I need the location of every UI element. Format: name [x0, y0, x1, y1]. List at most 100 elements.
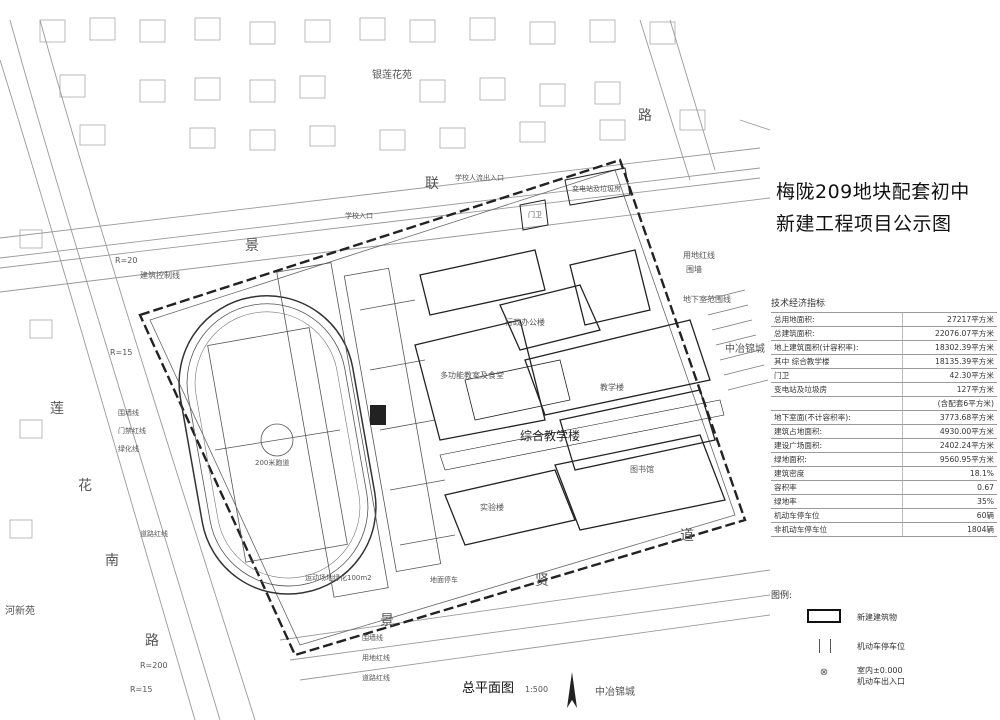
label-left-line-2: 门禁红线	[118, 426, 146, 435]
stats-value: 9560.95平方米	[901, 452, 997, 467]
school-buildings	[414, 167, 726, 546]
stats-label: 绿地面积:	[771, 452, 903, 467]
stats-value: 4930.00平方米	[901, 424, 997, 439]
legend-label: 新建建筑物	[857, 613, 897, 622]
stats-row: 总用地面积:27217平方米	[771, 312, 997, 327]
stats-value: 42.30平方米	[901, 368, 997, 383]
label-bottom-line-2: 用地红线	[362, 653, 390, 662]
stats-value: 0.67	[901, 480, 997, 495]
label-road-line: 道路红线	[140, 529, 168, 538]
label-road-lian: 联	[425, 176, 439, 192]
label-boundary: 用地红线	[683, 250, 715, 260]
label-neighbor-s: 中冶锦城	[595, 685, 635, 698]
stats-value: (含配套6平方米)	[901, 396, 997, 411]
label-road-lu-top: 路	[638, 108, 652, 124]
legend-caption: 图例:	[771, 591, 793, 601]
label-scale: 1:500	[525, 685, 548, 694]
road-lines	[0, 19, 771, 720]
legend-item: ⊗ 室内±0.000 机动车出入口	[771, 661, 997, 689]
stats-label	[771, 396, 903, 411]
stats-label: 建设广场面积:	[771, 438, 903, 453]
parking-symbol-icon	[819, 639, 831, 653]
technical-indicators: 技术经济指标 总用地面积:27217平方米总建筑面积:22076.07平方米地上…	[771, 296, 999, 537]
stats-value: 1804辆	[901, 522, 997, 537]
stats-label: 门卫	[771, 368, 903, 383]
new-building-symbol-icon	[807, 609, 841, 623]
legend-item: 新建建筑物	[771, 605, 997, 633]
label-jing-bottom: 景	[380, 613, 394, 629]
label-substation: 变电站及垃圾房	[572, 184, 621, 193]
stats-label: 建筑占地面积:	[771, 424, 903, 439]
stats-row: 总建筑面积:22076.07平方米	[771, 326, 997, 341]
stats-label: 机动车停车位	[771, 508, 903, 523]
label-left-line-3: 绿化线	[118, 444, 139, 453]
stats-value: 3773.68平方米	[901, 410, 997, 425]
label-sports-note: 运动场地绿化100m2	[305, 573, 372, 582]
stats-label: 变电站及垃圾房	[771, 382, 903, 397]
title-line-2: 新建工程项目公示图	[776, 213, 952, 235]
label-road-jing: 景	[245, 238, 259, 254]
legend: 图例: 新建建筑物 机动车停车位 ⊗ 室内±0.000 机动车出入口	[771, 588, 997, 720]
label-main-building: 综合教学楼	[520, 428, 580, 443]
stats-row: 建设广场面积:2402.24平方米	[771, 438, 997, 453]
site-boundary	[138, 158, 747, 657]
label-left-line-1: 围墙线	[118, 408, 139, 417]
label-lianhua-2: 花	[78, 478, 92, 494]
stats-label: 其中 综合教学楼	[771, 354, 903, 369]
label-radius-r200: R=200	[140, 661, 168, 670]
label-school-entrance2: 学校人流出入口	[455, 173, 504, 182]
label-radius-r20: R=20	[115, 256, 137, 265]
stats-row: 地下室面(不计容积率):3773.68平方米	[771, 410, 997, 425]
label-building-line: 建筑控制线	[140, 270, 180, 280]
stats-value: 127平方米	[901, 382, 997, 397]
legend-label: 机动车停车位	[857, 642, 905, 651]
stats-row: 建筑占地面积:4930.00平方米	[771, 424, 997, 439]
label-bottom-line-3: 道路红线	[362, 673, 390, 682]
label-track: 200米跑道	[255, 458, 289, 467]
stats-label: 总建筑面积:	[771, 326, 903, 341]
label-school-entrance: 学校入口	[345, 211, 373, 220]
label-parking: 地面停车	[430, 575, 458, 584]
label-xian: 贤	[535, 573, 549, 589]
label-radius-r15: R=15	[110, 348, 132, 357]
title-line-1: 梅陇209地块配套初中	[776, 181, 970, 203]
stats-label: 总用地面积:	[771, 312, 903, 327]
stats-value: 2402.24平方米	[901, 438, 997, 453]
stats-value: 18.1%	[901, 466, 997, 481]
label-community: 银莲花苑	[372, 68, 412, 81]
elevation-symbol-icon: ⊗	[819, 667, 829, 678]
running-track	[178, 295, 377, 595]
stats-caption: 技术经济指标	[771, 299, 826, 309]
stats-value: 60辆	[901, 508, 997, 523]
legend-item: 机动车停车位	[771, 633, 997, 661]
hatched-area	[704, 289, 769, 391]
new-building-marker	[370, 405, 386, 425]
label-gate: 门卫	[528, 210, 542, 219]
stats-value: 18135.39平方米	[901, 354, 997, 369]
legend-label-2: 机动车出入口	[857, 677, 905, 686]
label-admin: 行政办公楼	[505, 317, 545, 327]
stats-label: 容积率	[771, 480, 903, 495]
label-plan: 总平面图	[462, 681, 514, 696]
wall-line	[149, 169, 736, 646]
label-radius-r15b: R=15	[130, 685, 152, 694]
label-lab: 实验楼	[480, 502, 504, 512]
north-arrow-icon	[567, 672, 577, 708]
stats-row: 地上建筑面积(计容积率):18302.39平方米	[771, 340, 997, 355]
stats-value: 35%	[901, 494, 997, 509]
stats-value: 27217平方米	[901, 312, 997, 327]
stats-label: 地下室面(不计容积率):	[771, 410, 903, 425]
label-dao: 道	[680, 528, 694, 544]
label-teaching: 教学楼	[600, 382, 624, 392]
label-wall: 围墙	[686, 264, 702, 274]
label-river: 河新苑	[5, 604, 35, 617]
